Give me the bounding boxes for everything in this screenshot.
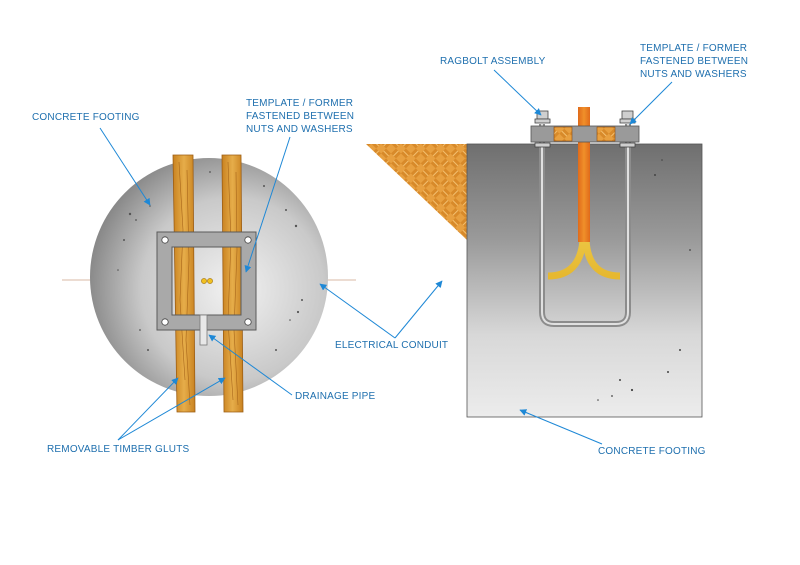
- plan-view: [62, 154, 356, 413]
- label-drainage-pipe: DRAINAGE PIPE: [295, 391, 376, 402]
- label-template-right-3: NUTS AND WASHERS: [640, 69, 747, 80]
- leader-drainage-pipe: [208, 334, 293, 396]
- drainage-pipe-plan: [199, 314, 208, 346]
- leader-conduit-to-right: [394, 280, 443, 339]
- leader-ragbolt: [493, 69, 542, 116]
- timber-glut-left: [172, 154, 196, 413]
- leader-timber-left: [117, 377, 179, 441]
- nuts-washers: [534, 110, 636, 148]
- label-template-left-1: TEMPLATE / FORMER: [246, 98, 353, 109]
- leader-template-left: [244, 136, 291, 273]
- block-speckles: [597, 159, 691, 401]
- section-view: [366, 107, 728, 418]
- soil-hatch: [366, 144, 467, 240]
- leader-lines: [99, 69, 673, 445]
- label-template-left-3: NUTS AND WASHERS: [246, 124, 353, 135]
- label-template-right-1: TEMPLATE / FORMER: [640, 43, 747, 54]
- label-electrical-conduit: ELECTRICAL CONDUIT: [335, 340, 448, 351]
- label-template-right-2: FASTENED BETWEEN: [640, 56, 748, 67]
- leader-timber-right: [117, 377, 226, 441]
- label-template-left-2: FASTENED BETWEEN: [246, 111, 354, 122]
- leader-conduit-to-left: [319, 283, 396, 339]
- timber-glut-right: [221, 154, 244, 413]
- labels: CONCRETE FOOTING TEMPLATE / FORMER FASTE…: [32, 43, 748, 457]
- label-concrete-footing-left: CONCRETE FOOTING: [32, 112, 140, 123]
- leader-template-right: [629, 81, 673, 125]
- label-timber-gluts: REMOVABLE TIMBER GLUTS: [47, 444, 190, 455]
- leader-concrete-footing-right: [519, 409, 603, 445]
- label-concrete-footing-right: CONCRETE FOOTING: [598, 446, 706, 457]
- label-ragbolt: RAGBOLT ASSEMBLY: [440, 56, 546, 67]
- leader-concrete-footing-left: [99, 127, 151, 206]
- template-former-section: [530, 125, 640, 143]
- concrete-footing-sphere: [90, 158, 328, 396]
- template-plate-plan: [156, 231, 257, 346]
- concrete-speckles: [117, 171, 303, 351]
